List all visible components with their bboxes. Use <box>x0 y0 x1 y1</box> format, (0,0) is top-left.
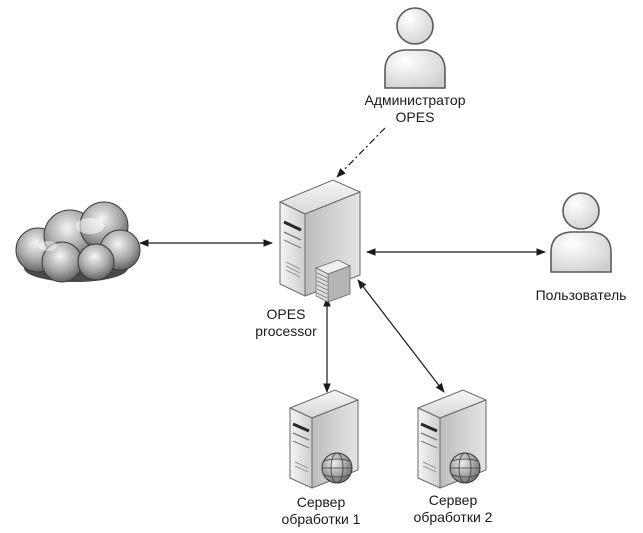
edge-admin-processor <box>336 127 386 178</box>
server-1-label-line1: Сервер <box>296 494 346 510</box>
admin-label: Администратор OPES <box>345 92 485 126</box>
server-2-icon <box>416 389 488 489</box>
user-person-icon <box>550 192 612 273</box>
server-1-icon <box>288 389 360 489</box>
admin-label-line2: OPES <box>395 109 435 125</box>
globe-icon <box>449 452 481 484</box>
user-label-line1: Пользователь <box>535 287 627 303</box>
server-2-label-line2: обработки 2 <box>413 509 493 525</box>
server-2-label-line1: Сервер <box>428 492 478 508</box>
user-label: Пользователь <box>521 287 641 304</box>
processor-label: OPES processor <box>236 306 336 340</box>
rack-icon <box>314 259 352 303</box>
processor-label-line2: processor <box>255 323 317 339</box>
server-1-label: Сервер обработки 1 <box>266 494 376 528</box>
processor-label-line1: OPES <box>266 306 306 322</box>
server-2-label: Сервер обработки 2 <box>398 492 508 526</box>
opes-processor-server-icon <box>278 179 362 303</box>
edge-processor-server2 <box>357 279 445 393</box>
admin-person-icon <box>384 7 446 89</box>
internet-cloud-icon <box>15 201 141 283</box>
globe-icon <box>321 452 353 484</box>
edges <box>139 127 546 393</box>
admin-label-line1: Администратор <box>364 92 466 108</box>
server-1-label-line2: обработки 1 <box>281 511 361 527</box>
